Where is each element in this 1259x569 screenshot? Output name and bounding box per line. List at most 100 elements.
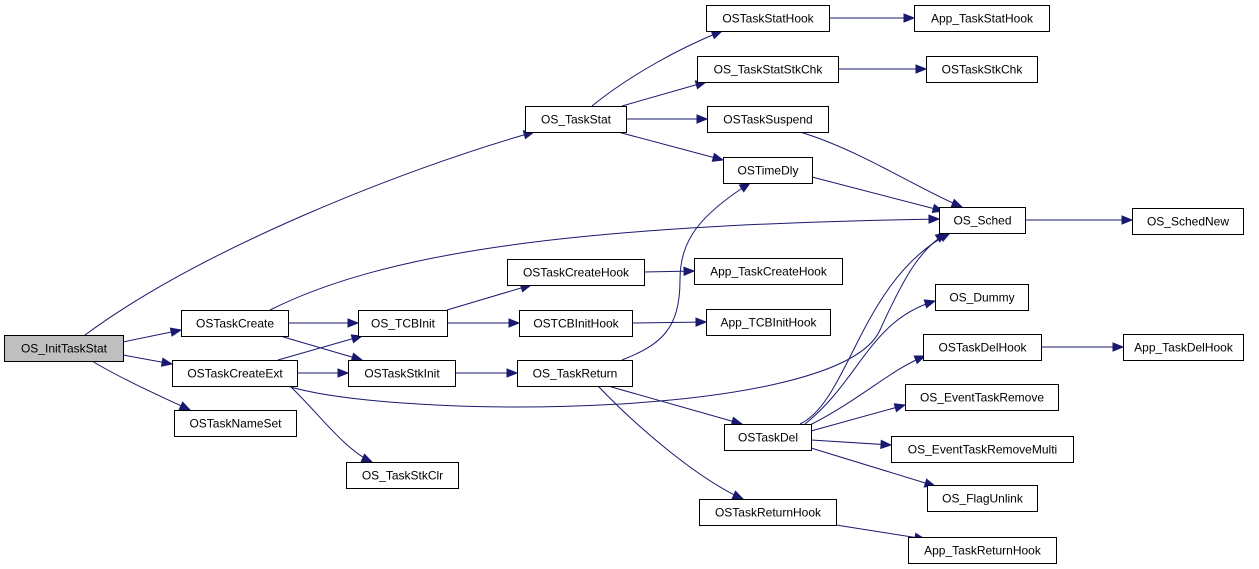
edge-line bbox=[617, 131, 724, 161]
edge-ostaskstathook-to-app_taskstathook bbox=[829, 13, 916, 23]
node-label: App_TaskStatHook bbox=[931, 12, 1034, 26]
node-box bbox=[174, 410, 297, 437]
node-box bbox=[914, 5, 1050, 32]
arrowhead bbox=[1121, 215, 1134, 225]
node-box bbox=[905, 384, 1059, 411]
arrowhead bbox=[506, 368, 519, 378]
edge-line bbox=[810, 447, 936, 487]
edge-os_sched-to-os_schednew bbox=[1025, 215, 1134, 225]
node-box bbox=[1123, 334, 1244, 361]
edge-ostaskcreate-to-os_sched bbox=[269, 214, 941, 311]
node-ostaskcreatehook[interactable]: OSTaskCreateHook bbox=[507, 259, 645, 286]
node-ostaskdel[interactable]: OSTaskDel bbox=[724, 424, 812, 451]
node-ostaskreturnhook[interactable]: OSTaskReturnHook bbox=[699, 499, 837, 526]
node-ostaskcreate[interactable]: OSTaskCreate bbox=[181, 310, 289, 337]
node-box bbox=[172, 360, 298, 387]
node-app-taskcreatehook[interactable]: App_TaskCreateHook bbox=[694, 258, 843, 285]
node-ostaskdelhook[interactable]: OSTaskDelHook bbox=[923, 334, 1042, 361]
node-box bbox=[517, 360, 633, 387]
node-label: OSTaskCreateExt bbox=[187, 367, 283, 381]
edge-ostaskdel-to-os_dummy bbox=[804, 299, 937, 425]
arrowhead bbox=[880, 439, 893, 450]
node-app-taskreturnhook[interactable]: App_TaskReturnHook bbox=[908, 537, 1057, 564]
edge-line bbox=[807, 355, 926, 427]
node-label: OS_TaskStat bbox=[541, 113, 612, 127]
node-ostaskstathook[interactable]: OSTaskStatHook bbox=[706, 5, 830, 32]
arrowhead bbox=[347, 318, 360, 328]
edge-ostaskcreate-to-os_tcbinit bbox=[288, 318, 360, 328]
node-os-eventtaskremovemulti[interactable]: OS_EventTaskRemoveMulti bbox=[891, 436, 1074, 463]
node-os-tcbinit[interactable]: OS_TCBInit bbox=[358, 310, 448, 337]
node-ostimedly[interactable]: OSTimeDly bbox=[723, 157, 813, 184]
arrowhead bbox=[913, 355, 927, 365]
edge-line bbox=[286, 232, 947, 408]
node-app-tcbinithook[interactable]: App_TCBInitHook bbox=[706, 309, 831, 336]
arrowhead bbox=[915, 64, 928, 74]
node-label: OSTimeDly bbox=[738, 164, 799, 178]
edge-ostaskstkinit-to-os_taskreturn bbox=[455, 368, 519, 378]
node-box bbox=[926, 56, 1038, 83]
arrowhead bbox=[711, 152, 725, 162]
node-app-taskstathook[interactable]: App_TaskStatHook bbox=[914, 5, 1050, 32]
edge-ostaskdel-to-os_eventtaskremove bbox=[810, 403, 907, 432]
node-os-schednew[interactable]: OS_SchedNew bbox=[1132, 208, 1244, 235]
edge-line bbox=[810, 439, 892, 446]
node-os-flagunlink[interactable]: OS_FlagUnlink bbox=[927, 485, 1038, 512]
arrowhead bbox=[696, 114, 709, 124]
edge-os_taskstat-to-ostaskstathook bbox=[591, 30, 724, 107]
node-ostasksuspend[interactable]: OSTaskSuspend bbox=[707, 106, 829, 133]
edge-line bbox=[631, 321, 707, 324]
arrowhead bbox=[731, 490, 745, 500]
edge-os_taskstat-to-ostasksuspend bbox=[626, 114, 709, 124]
node-label: OSTaskSuspend bbox=[723, 113, 812, 127]
node-box bbox=[697, 56, 839, 83]
node-os-sched[interactable]: OS_Sched bbox=[939, 207, 1026, 234]
node-ostaskstkinit[interactable]: OSTaskStkInit bbox=[348, 360, 456, 387]
edge-line bbox=[621, 81, 707, 107]
node-label: App_TCBInitHook bbox=[720, 316, 817, 330]
node-os-dummy[interactable]: OS_Dummy bbox=[935, 284, 1029, 311]
edge-os_tcbinit-to-ostcbinithook bbox=[447, 318, 521, 328]
node-os-taskreturn[interactable]: OS_TaskReturn bbox=[517, 360, 633, 387]
node-box bbox=[519, 310, 633, 337]
node-box bbox=[908, 537, 1057, 564]
node-os-inittaskstat[interactable]: OS_InitTaskStat bbox=[4, 335, 124, 362]
arrowhead bbox=[508, 318, 521, 328]
node-label: App_TaskDelHook bbox=[1134, 341, 1234, 355]
arrowhead bbox=[169, 327, 183, 337]
node-app-taskdelhook[interactable]: App_TaskDelHook bbox=[1123, 334, 1244, 361]
edge-ostasksuspend-to-os_sched bbox=[799, 131, 964, 208]
arrowhead bbox=[928, 214, 941, 224]
node-label: OSTaskReturnHook bbox=[715, 506, 822, 520]
node-box bbox=[181, 310, 289, 337]
node-box bbox=[358, 310, 448, 337]
arrowhead bbox=[337, 368, 350, 378]
node-box bbox=[724, 424, 812, 451]
edge-line bbox=[607, 385, 743, 425]
node-ostaskcreateext[interactable]: OSTaskCreateExt bbox=[172, 360, 298, 387]
node-ostasknameset[interactable]: OSTaskNameSet bbox=[174, 410, 297, 437]
node-label: OSTaskStkChk bbox=[942, 63, 1024, 77]
node-box bbox=[706, 309, 831, 336]
node-os-taskstatstkchk[interactable]: OS_TaskStatStkChk bbox=[697, 56, 839, 83]
node-label: OSTaskCreateHook bbox=[523, 266, 630, 280]
arrowhead bbox=[710, 30, 724, 40]
edge-line bbox=[591, 30, 723, 107]
edge-os_taskstat-to-os_taskstatstkchk bbox=[621, 80, 708, 107]
node-os-taskstkclr[interactable]: OS_TaskStkClr bbox=[346, 462, 459, 489]
node-ostcbinithook[interactable]: OSTCBInitHook bbox=[519, 310, 633, 337]
node-os-eventtaskremove[interactable]: OS_EventTaskRemove bbox=[905, 384, 1059, 411]
arrowhead bbox=[1112, 342, 1125, 352]
node-box bbox=[927, 485, 1038, 512]
edge-ostaskdel-to-ostaskdelhook bbox=[807, 355, 927, 427]
node-box bbox=[939, 207, 1026, 234]
node-label: OS_SchedNew bbox=[1147, 215, 1229, 229]
node-ostaskstkchk[interactable]: OSTaskStkChk bbox=[926, 56, 1038, 83]
edge-os_taskreturn-to-ostaskreturnhook bbox=[597, 385, 745, 500]
node-label: OS_TaskStatStkChk bbox=[714, 63, 824, 77]
node-label: OS_InitTaskStat bbox=[21, 342, 108, 356]
node-box bbox=[699, 499, 837, 526]
node-os-taskstat[interactable]: OS_TaskStat bbox=[525, 106, 627, 133]
nodes-layer: OS_InitTaskStat OSTaskCreateOSTaskCreateE… bbox=[4, 5, 1244, 564]
